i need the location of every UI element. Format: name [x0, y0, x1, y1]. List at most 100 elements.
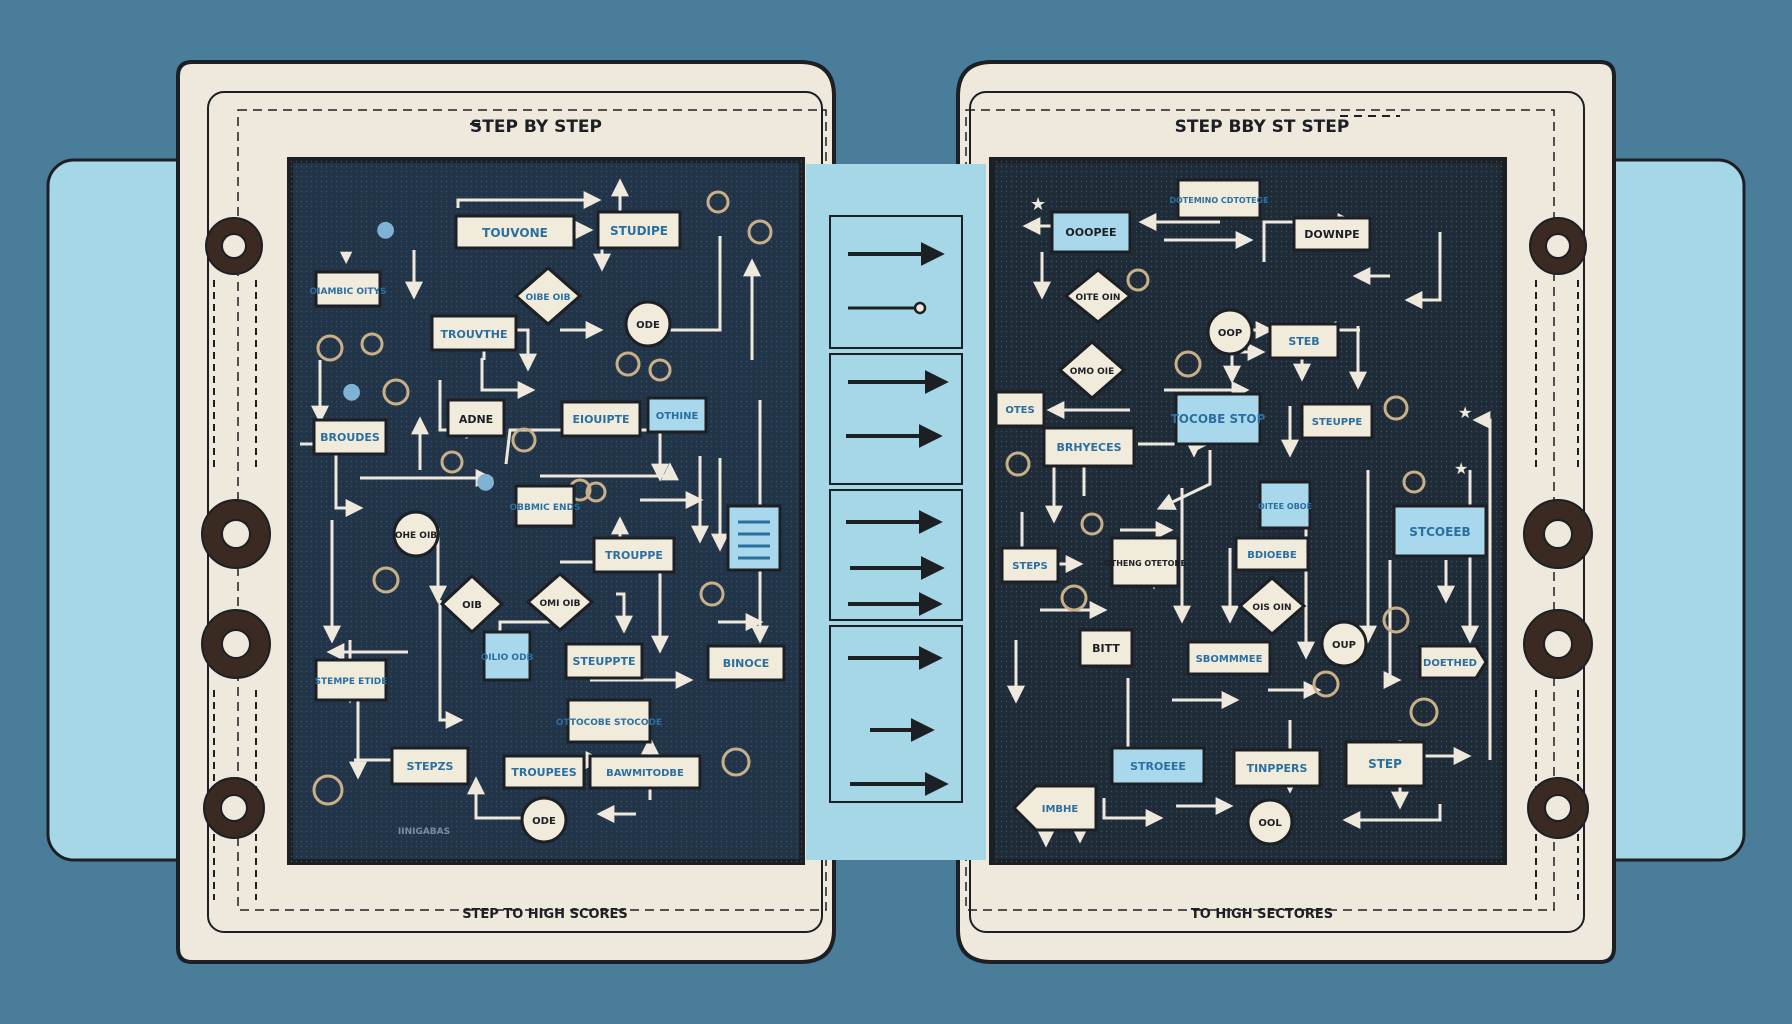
- flow-box: DOWNPE: [1292, 216, 1372, 252]
- flow-box: STEUPPTE: [564, 642, 644, 680]
- gear-icon: [1382, 606, 1410, 634]
- svg-text:DOWNPE: DOWNPE: [1304, 228, 1359, 241]
- gear-icon: [648, 358, 672, 382]
- center-arrows: [846, 242, 949, 796]
- flow-box: ADNE: [446, 398, 506, 438]
- ornament-gear-icon: [1523, 499, 1593, 569]
- gear-icon: [1005, 451, 1031, 477]
- flow-box: BAWMITODBE: [588, 754, 702, 790]
- side-dashed-lines: [213, 280, 1579, 900]
- svg-text:STEUPPE: STEUPPE: [1312, 417, 1363, 428]
- flow-box: OITEE OBOE: [1258, 480, 1312, 530]
- svg-text:OILIO ODB: OILIO ODB: [481, 653, 534, 663]
- svg-text:STROEEE: STROEEE: [1130, 760, 1186, 773]
- svg-text:OIS OIN: OIS OIN: [1252, 603, 1291, 613]
- svg-text:STEB: STEB: [1288, 335, 1319, 348]
- ornament-gear-icon: [1523, 609, 1593, 679]
- flow-circle: ODE: [624, 300, 672, 348]
- svg-text:STEPZS: STEPZS: [407, 760, 454, 773]
- flow-box: OILIO ODB: [481, 630, 534, 682]
- flow-circle: OOL: [1246, 798, 1294, 846]
- flow-diamond: OIS OIN: [1237, 576, 1307, 636]
- right-footer: TO HIGH SECTORES: [1191, 907, 1333, 922]
- svg-text:OOL: OOL: [1258, 818, 1282, 829]
- svg-text:BDIOEBE: BDIOEBE: [1247, 550, 1297, 561]
- flow-box: STROEEE: [1110, 746, 1206, 786]
- ornament-gear-icon: [203, 777, 265, 839]
- gear-icon: [699, 581, 725, 607]
- svg-text:OTHINE: OTHINE: [656, 411, 699, 422]
- svg-text:OIBE OIB: OIBE OIB: [526, 293, 571, 303]
- flow-box: STEB: [1268, 322, 1340, 360]
- flow-box: TOUVONE: [454, 214, 576, 250]
- flow-box: STEPZS: [390, 746, 470, 786]
- flow-box: OOOPEE: [1050, 210, 1132, 254]
- triangle-icon: ▼: [340, 247, 353, 266]
- flow-box: BITT: [1078, 628, 1134, 668]
- gear-icon: [372, 566, 400, 594]
- svg-text:BAWMITODBE: BAWMITODBE: [606, 768, 684, 779]
- flow-box: TINPPERS: [1232, 748, 1322, 788]
- flow-diamond: OIBE OIB: [513, 266, 583, 326]
- right-nodes: DOTEMINO CDTOTEGE OOOPEE DOWNPE OTES TOC…: [994, 178, 1488, 846]
- flow-box: OBBMIC ENDS: [509, 484, 581, 528]
- flow-box: OTES: [994, 390, 1046, 428]
- svg-text:TROUPEES: TROUPEES: [511, 766, 576, 779]
- svg-text:OTTOCOBE STOCODE: OTTOCOBE STOCODE: [556, 718, 662, 728]
- flow-box: SBOMMMEE: [1186, 640, 1272, 676]
- gear-icon: [1126, 268, 1150, 292]
- flow-box: TROUPPE: [592, 536, 676, 574]
- svg-text:BRHYECES: BRHYECES: [1056, 441, 1121, 454]
- svg-text:IMBHE: IMBHE: [1042, 804, 1079, 815]
- flow-box: IMBHE: [1011, 784, 1098, 832]
- svg-text:OUP: OUP: [1332, 640, 1356, 651]
- svg-text:TOCOBE STOP: TOCOBE STOP: [1171, 412, 1266, 426]
- board-gear-icons: [312, 190, 1439, 806]
- board-star-icons: ★ ★ ★ ▼ ● ● ●: [340, 194, 1472, 494]
- flow-diamond: OMO OIE: [1057, 340, 1127, 400]
- star-icon: ★: [1458, 403, 1472, 422]
- gear-icon: [747, 219, 773, 245]
- svg-text:DOETHED: DOETHED: [1423, 658, 1477, 669]
- flow-box: STCOEEB: [1392, 504, 1488, 558]
- gear-icon: [360, 332, 384, 356]
- ornament-gear-icon: [201, 499, 271, 569]
- left-nodes: TOUVONE STUDIPE OIAMBIC OITYS TROUVTHE A…: [309, 210, 786, 844]
- svg-text:OMI OIB: OMI OIB: [540, 599, 581, 609]
- svg-text:OIB: OIB: [462, 600, 482, 611]
- gear-icon: [1312, 670, 1340, 698]
- flow-box: STEP: [1344, 740, 1426, 788]
- gear-icon: [1383, 395, 1409, 421]
- svg-text:OIAMBIC OITYS: OIAMBIC OITYS: [309, 287, 386, 297]
- center-frame-4: [829, 625, 963, 803]
- svg-text:TINPPERS: TINPPERS: [1247, 762, 1308, 775]
- svg-text:ODE: ODE: [532, 816, 556, 827]
- flow-box: DOETHED: [1418, 644, 1488, 680]
- ornament-gear-icon: [1527, 777, 1589, 839]
- left-footer: STEP TO HIGH SCORES: [462, 907, 628, 922]
- right-header: STEP BBY ST STEP: [1175, 117, 1350, 137]
- flow-box: STEMPE ETIDE: [314, 658, 388, 702]
- svg-text:BINOCE: BINOCE: [723, 657, 770, 670]
- center-frame-3: [829, 489, 963, 621]
- center-frame-1: [829, 215, 963, 349]
- svg-text:OITEE OBOE: OITEE OBOE: [1258, 502, 1312, 511]
- gear-icon: [1060, 584, 1088, 612]
- drop-icon: ●: [376, 217, 395, 242]
- svg-text:OITE OIN: OITE OIN: [1076, 293, 1121, 303]
- side-ornaments: [201, 217, 1593, 839]
- svg-text:STEMPE ETIDE: STEMPE ETIDE: [315, 677, 388, 687]
- svg-text:OOOPEE: OOOPEE: [1065, 226, 1116, 239]
- flow-box: EIOUIPTE: [560, 400, 642, 438]
- gear-icon: [1409, 697, 1439, 727]
- gear-icon: [440, 450, 464, 474]
- flow-diamond: OITE OIN: [1063, 268, 1133, 324]
- flow-box: STEPS: [1000, 546, 1060, 584]
- ornament-gear-icon: [1529, 217, 1587, 275]
- svg-text:TROUVTHE: TROUVTHE: [441, 328, 508, 341]
- flow-box: BINOCE: [706, 644, 786, 682]
- svg-text:STCOEEB: STCOEEB: [1409, 525, 1470, 539]
- flow-circle: OUP: [1320, 620, 1368, 668]
- flow-box: BRHYECES: [1042, 426, 1136, 468]
